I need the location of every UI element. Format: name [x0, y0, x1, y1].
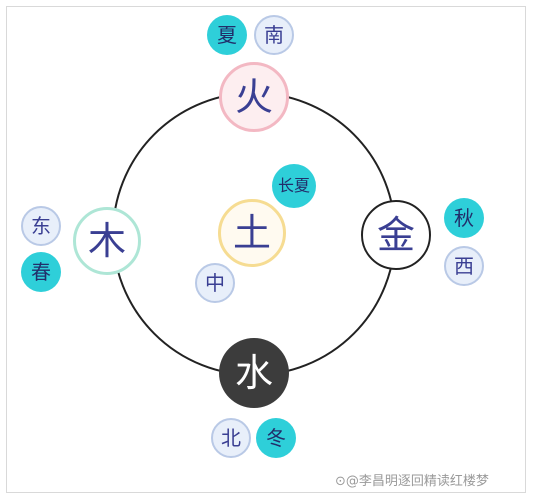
element-wood: 木	[73, 207, 141, 275]
direction-north: 北	[211, 418, 251, 458]
season-summer: 夏	[207, 15, 247, 55]
watermark-text: ⊙@李昌明逐回精读红楼梦	[335, 474, 489, 489]
season-spring: 春	[21, 252, 61, 292]
element-fire: 火	[219, 62, 289, 132]
element-metal: 金	[361, 200, 431, 270]
direction-south: 南	[254, 15, 294, 55]
season-winter: 冬	[256, 418, 296, 458]
season-late-summer: 长夏	[272, 164, 316, 208]
element-water: 水	[219, 338, 289, 408]
season-autumn: 秋	[444, 198, 484, 238]
direction-west: 西	[444, 246, 484, 286]
diagram-frame	[6, 6, 526, 493]
direction-east: 东	[21, 206, 61, 246]
element-earth: 土	[218, 199, 286, 267]
direction-center: 中	[195, 263, 235, 303]
